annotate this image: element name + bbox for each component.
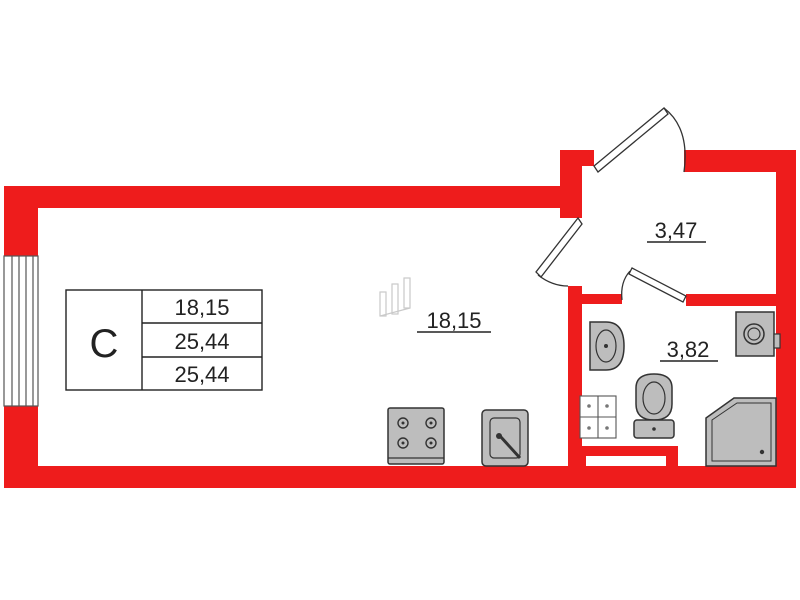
legend-living-area: 18,15 (174, 295, 229, 320)
ledge-cut (586, 456, 666, 466)
room-labels: 18,15 3,47 3,82 (417, 218, 718, 362)
bathroom-area-label: 3,82 (667, 337, 710, 362)
legend-total-area-2: 25,44 (174, 362, 229, 387)
door-bathroom (621, 267, 687, 303)
wall-hall-top-left (560, 150, 594, 166)
washing-machine-icon (735, 311, 781, 357)
wall-hall-top-right (684, 150, 796, 172)
hall-area-label: 3,47 (655, 218, 698, 243)
wall-bath-top-right (686, 294, 786, 306)
walls (4, 150, 796, 488)
washbasin-icon (589, 321, 625, 371)
entrance-door (593, 107, 686, 173)
door-main-hall (535, 216, 583, 287)
wall-hall-left-pier (560, 150, 582, 218)
stove-icon (387, 407, 445, 465)
wall-partition-vertical (568, 286, 582, 476)
wall-bottom (4, 466, 796, 488)
wall-shelf-icon (379, 277, 411, 317)
wall-top-main (4, 186, 582, 208)
wall-left-upper (4, 186, 38, 256)
toilet-icon (633, 373, 675, 439)
legend-type-letter: С (90, 322, 119, 366)
wall-right (776, 150, 796, 488)
kitchen-sink-icon (481, 409, 529, 467)
shower-tray-icon (705, 397, 777, 467)
wall-bath-top-left (568, 294, 622, 304)
window (3, 255, 39, 407)
main-room-area-label: 18,15 (426, 308, 481, 333)
legend-total-area: 25,44 (174, 329, 229, 354)
area-legend: С 18,15 25,44 25,44 (65, 289, 263, 391)
boiler-icon (579, 395, 617, 439)
